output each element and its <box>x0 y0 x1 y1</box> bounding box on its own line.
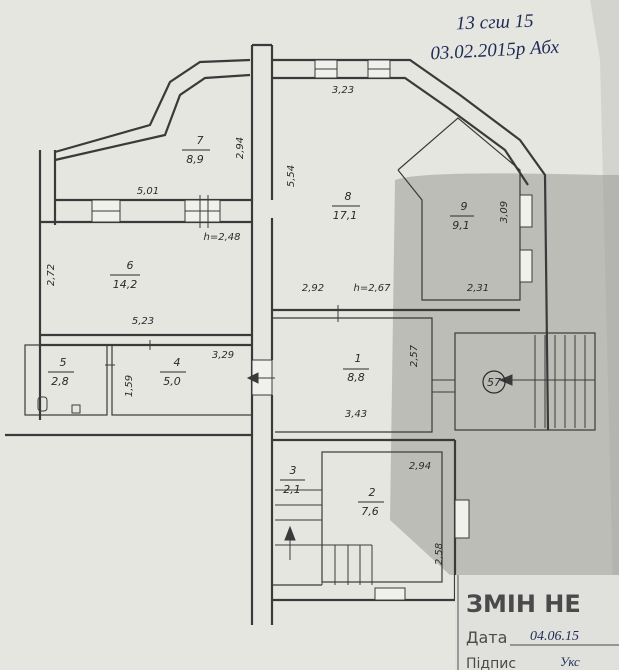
room-6-number: 6 <box>127 259 134 272</box>
room-1-number: 1 <box>355 352 362 365</box>
dim-2-31: 2,31 <box>467 283 489 294</box>
room-5-area: 2,8 <box>51 375 69 388</box>
room-4-area: 5,0 <box>163 375 181 388</box>
room-6-area: 14,2 <box>113 278 138 291</box>
handwritten-note-line1: 13 сгш 15 <box>456 11 534 35</box>
shadow-area <box>390 173 619 576</box>
dim-2-94-room2: 2,94 <box>409 461 431 472</box>
dim-h-2-48: h=2,48 <box>204 232 241 243</box>
room-8-number: 8 <box>345 190 352 203</box>
dim-3-23: 3,23 <box>332 85 354 96</box>
dim-3-43: 3,43 <box>345 409 367 420</box>
dim-2-58: 2,58 <box>434 543 445 565</box>
stamp-sign-label: Підпис <box>466 656 516 670</box>
stairs-57 <box>498 335 595 428</box>
door-marks <box>105 195 455 393</box>
stairs-3 <box>275 489 373 585</box>
dim-5-54: 5,54 <box>286 165 297 187</box>
dim-2-57: 2,57 <box>409 344 420 367</box>
room-3-number: 3 <box>290 464 297 477</box>
room-2-area: 7,6 <box>361 505 379 518</box>
room-7-area: 8,9 <box>186 153 204 166</box>
staircase-marker <box>482 370 506 394</box>
stamp-date-label: Дата <box>466 628 507 647</box>
dim-1-59: 1,59 <box>124 375 135 397</box>
dim-2-72: 2,72 <box>46 264 57 286</box>
fixtures-room-5 <box>37 396 81 414</box>
stamp-title: ЗМІН НЕ <box>466 590 581 618</box>
entry-arrow <box>246 372 275 384</box>
room-1-area: 8,8 <box>347 371 365 384</box>
stamp-sign-value: Укс <box>560 654 580 669</box>
room-7-number: 7 <box>197 134 204 147</box>
room-3-area: 2,1 <box>283 483 301 496</box>
stamp: ЗМІН НЕ Дата 04.06.15 Підпис Укс <box>455 575 619 670</box>
room-labels: 1 8,8 2 7,6 3 2,1 4 5,0 5 2,8 6 14,2 7 8… <box>48 134 474 518</box>
dim-3-09: 3,09 <box>499 201 510 223</box>
staircase-number: 57 <box>487 376 501 389</box>
room-2-number: 2 <box>369 486 376 499</box>
room-9-area: 9,1 <box>452 219 470 232</box>
stamp-date-value: 04.06.15 <box>530 629 579 644</box>
room-5-number: 5 <box>60 356 67 369</box>
room-8-area: 17,1 <box>333 209 358 222</box>
dim-3-29: 3,29 <box>212 350 234 361</box>
dim-h-2-67: h=2,67 <box>354 283 392 294</box>
room-9-number: 9 <box>461 200 468 213</box>
dim-5-01: 5,01 <box>137 186 159 197</box>
dim-2-92: 2,92 <box>302 283 324 294</box>
dimension-labels: 3,23 2,94 5,54 5,01 h=2,48 3,09 2,72 2,9… <box>46 85 510 565</box>
dim-5-23: 5,23 <box>132 316 154 327</box>
room-4-number: 4 <box>174 356 181 369</box>
walls <box>5 43 596 625</box>
dim-2-94-room7: 2,94 <box>235 137 246 159</box>
